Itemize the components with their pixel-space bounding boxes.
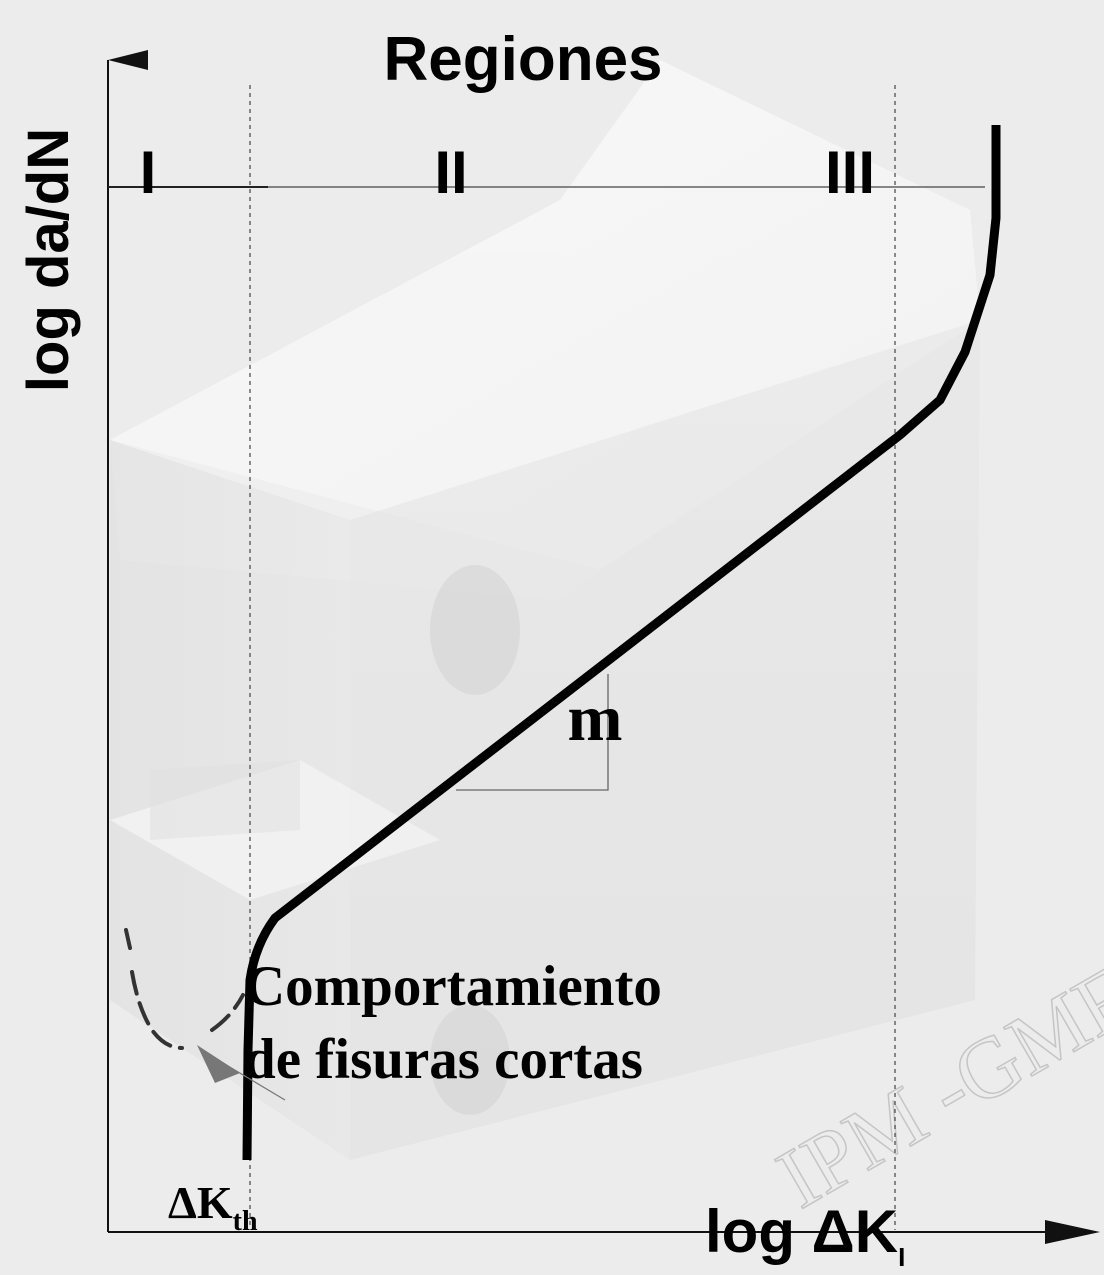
x-axis-label-subscript: I bbox=[898, 1242, 905, 1272]
region-label-3: III bbox=[825, 139, 875, 206]
crack-growth-curve bbox=[242, 125, 1001, 1161]
threshold-label-main: ΔK bbox=[168, 1177, 233, 1228]
diagram-title: Regiones bbox=[383, 25, 662, 94]
background-specimen-illustration bbox=[110, 60, 980, 1160]
x-axis-label-main: log ΔK bbox=[705, 1198, 898, 1265]
x-axis-arrowhead bbox=[1045, 1220, 1100, 1244]
region-label-2: II bbox=[434, 139, 467, 206]
short-crack-label-line2: de fisuras cortas bbox=[244, 1028, 643, 1091]
y-axis-label: log da/dN bbox=[16, 128, 81, 392]
slope-triangle bbox=[456, 674, 609, 791]
region-label-1: I bbox=[140, 139, 157, 206]
short-crack-arrow-icon bbox=[197, 1045, 240, 1083]
threshold-label-subscript: th bbox=[233, 1206, 258, 1237]
short-crack-curve bbox=[124, 928, 245, 1050]
x-axis-label: log ΔKI bbox=[705, 1198, 905, 1272]
short-crack-label-line1: Comportamiento bbox=[244, 955, 662, 1018]
slope-label: m bbox=[568, 682, 623, 755]
threshold-label: ΔKth bbox=[168, 1177, 258, 1237]
short-crack-arrow-line bbox=[217, 1059, 286, 1101]
